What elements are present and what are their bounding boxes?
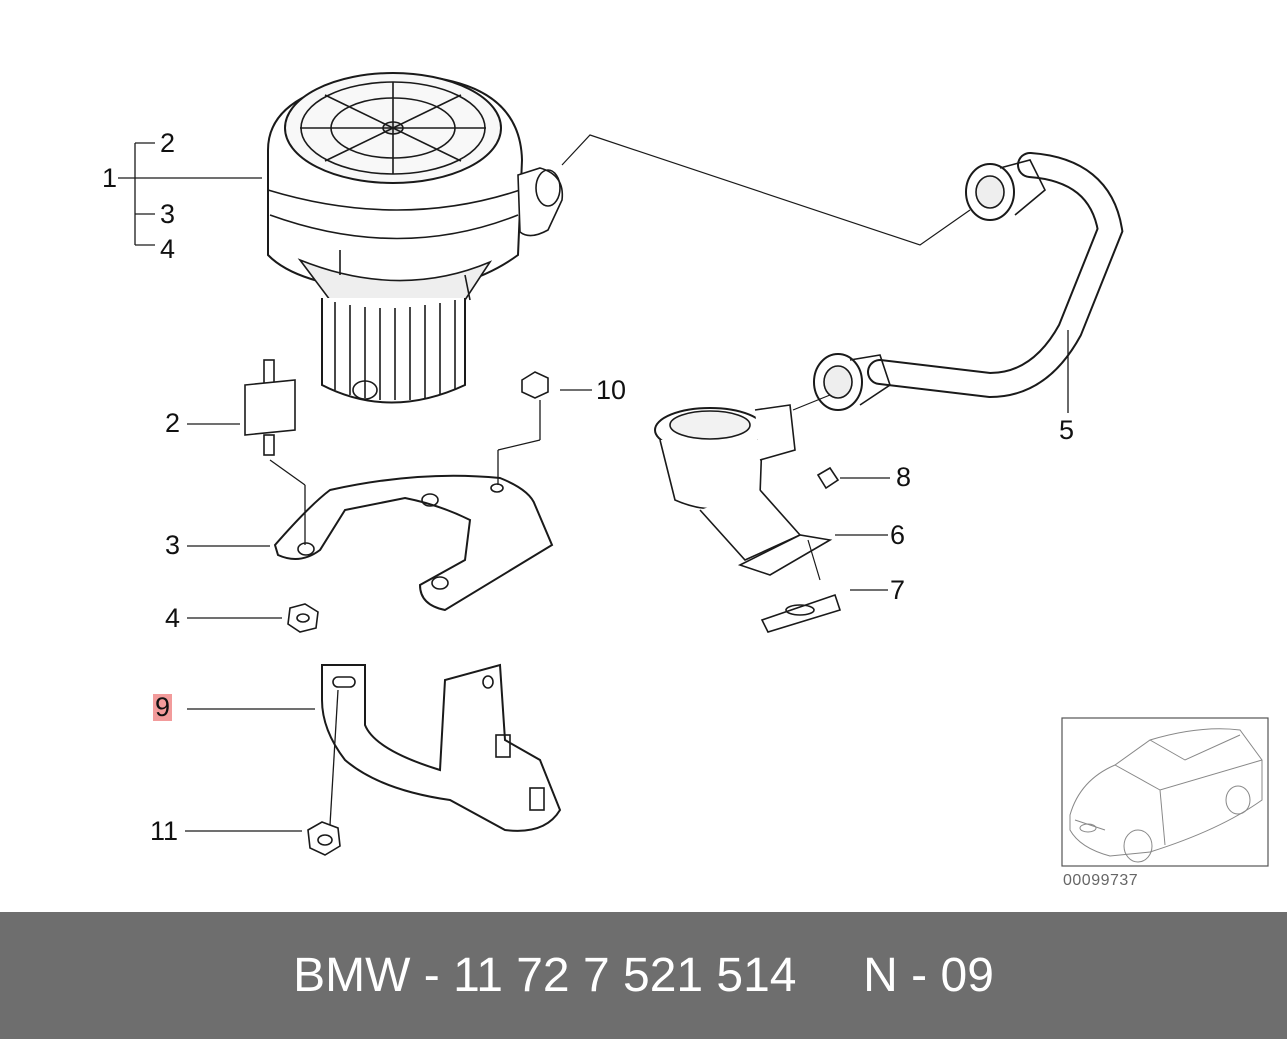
bracket-drawing: [273, 474, 554, 612]
callout-3: 3: [165, 530, 181, 560]
callout-2: 2: [165, 408, 181, 438]
car-thumbnail: [1061, 717, 1269, 867]
connection-line: [561, 134, 971, 246]
parts-diagram: [118, 72, 1269, 867]
callout-5: 5: [1059, 415, 1075, 445]
rubber-mount-drawing: [244, 359, 319, 633]
callout-8: 8: [896, 462, 912, 492]
connection-line-2: [792, 394, 831, 411]
check-valve-drawing: [654, 404, 842, 633]
callout-1: 1: [102, 163, 118, 193]
callout-6: 6: [890, 520, 906, 550]
footer-bar: BMW - 11 72 7 521 514 N - 09: [0, 912, 1287, 1039]
callout-4: 4: [165, 603, 181, 633]
air-pump-drawing: [267, 72, 564, 404]
hose-drawing: [813, 152, 1124, 411]
callout-3-pump: 3: [160, 199, 176, 229]
thumbnail-code: 00099737: [1063, 872, 1139, 889]
nut-10-drawing: [521, 371, 549, 399]
callout-2-pump: 2: [160, 128, 176, 158]
callout-4-pump: 4: [160, 234, 176, 264]
callout-10: 10: [596, 375, 627, 405]
callout-9-highlighted: 9: [153, 692, 173, 722]
holder-drawing: [307, 663, 562, 856]
leader-lines: [118, 142, 1069, 832]
part-number-caption: BMW - 11 72 7 521 514 N - 09: [293, 949, 994, 1002]
callout-7: 7: [890, 575, 906, 605]
callout-11: 11: [150, 816, 179, 846]
connection-line-3: [807, 539, 821, 581]
